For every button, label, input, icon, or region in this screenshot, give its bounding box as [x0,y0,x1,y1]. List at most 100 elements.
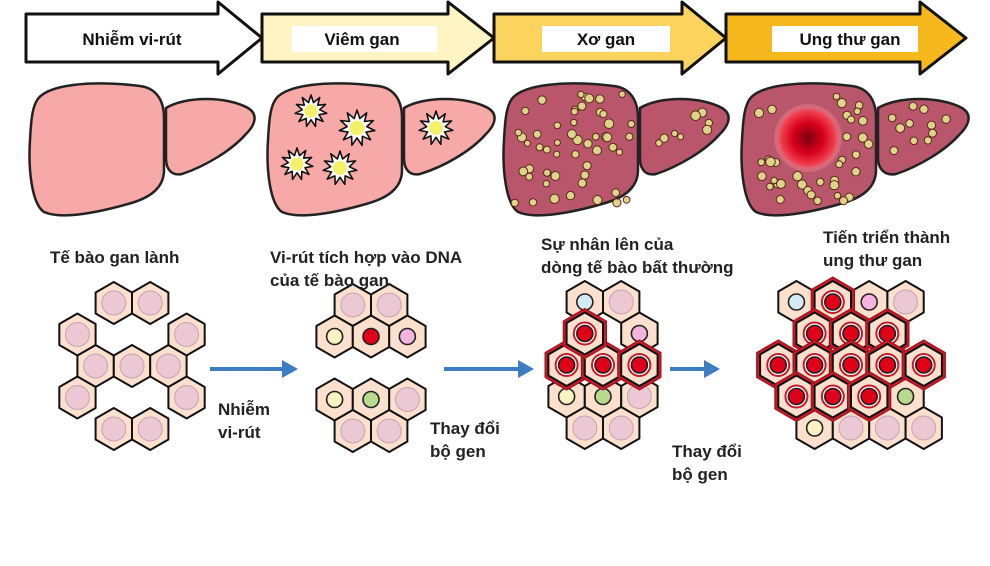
hepatocyte-cell [777,280,816,324]
nodule [549,193,560,205]
nodule [753,107,765,119]
hepatocyte-cell [388,314,427,359]
nodule [611,188,621,198]
nodule [829,180,840,191]
hepatocyte-cell [167,375,206,420]
nodule [608,142,618,152]
stage-label-box-2 [292,26,437,52]
nodule [582,161,592,171]
nodule [570,107,579,116]
abnormal-cell [774,370,819,423]
nodule [671,129,679,138]
nodule [796,179,808,190]
virus-particles [280,94,454,186]
hepatocyte-cell [94,281,133,325]
stage-label-2: Viêm gan [324,30,399,49]
hepatocyte-cell [602,280,641,324]
hepatocyte-cell [602,406,641,450]
tumor-mass [774,104,842,172]
nodule [908,101,918,111]
nodule [577,178,587,188]
nodule [909,136,919,146]
caption-hepatitis-line-1: Vi-rút tích hợp vào DNA [270,248,463,267]
abnormal-cell [901,339,946,391]
nodule [766,182,774,191]
hepatocyte-cell [94,407,133,451]
nodule [595,94,605,104]
nodule [571,150,580,159]
liver-cirrhosis [502,82,730,217]
nodule [553,121,562,130]
virus-icon [280,147,314,181]
caption-cirrhosis: Sự nhân lên của dòng tế bào bất thường [541,233,733,279]
nodule [615,148,624,156]
nodule [857,132,868,143]
liver-healthy [28,82,256,217]
nodule [919,104,929,114]
liver-cancer [740,82,970,217]
hepatocyte-cell [58,312,97,357]
hepatocyte-cell [620,374,659,419]
hepatocyte-cell [565,406,604,450]
transition-label-3-line-1: Thay đổi [672,442,742,461]
nodule [863,139,874,149]
nodule [757,171,767,182]
caption-hepatitis: Vi-rút tích hợp vào DNA của tế bào gan [270,246,462,292]
nodule [926,120,937,130]
cell-cluster-infected [315,283,427,453]
nodule [627,120,636,128]
stage-label-box-3 [542,26,670,52]
nodule [599,110,608,119]
stage-label-box-4 [772,26,918,52]
nodule [792,171,803,182]
nodule [923,136,933,145]
nodule [535,143,544,152]
stage-arrows: Nhiễm vi-rút Viêm gan Xơ gan Ung thư gan [24,0,968,76]
nodule [690,110,701,121]
hepatocyte-cell [167,312,206,357]
nodule [770,176,778,185]
transition-label-1: Nhiễm vi-rút [218,398,270,444]
nodule [618,90,626,98]
virus-icon [294,94,328,128]
caption-healthy: Tế bào gan lành [50,246,179,269]
transition-label-1-line-2: vi-rút [218,423,261,442]
transition-label-3-line-2: bộ gen [672,465,728,484]
caption-cancer-line-1: Tiến triển thành [823,228,951,247]
nodule [895,123,906,134]
cirrhosis-nodules [510,90,713,208]
nodule [847,115,856,124]
transition-label-1-line-1: Nhiễm [218,400,270,419]
nodule [858,116,868,126]
nodule [553,150,561,158]
nodule [833,191,842,200]
hepatocyte-cell [58,375,97,420]
caption-cirrhosis-line-1: Sự nhân lên của [541,235,674,254]
abnormal-cell [617,339,662,391]
nodule [603,118,615,129]
caption-cirrhosis-line-2: dòng tế bào bất thường [541,258,734,277]
cell-cluster-abnormal [544,280,662,450]
hepatocyte-cell [315,314,354,359]
nodule [851,167,861,177]
nodule [577,101,587,111]
nodule [839,196,848,206]
nodule [677,133,685,141]
nodule [521,106,530,116]
abnormal-cell [562,307,607,360]
stage-arrow-1: Nhiễm vi-rút [24,0,264,76]
stage-label-1: Nhiễm vi-rút [82,30,182,49]
abnormal-cell [810,370,855,423]
nodule [580,170,590,180]
hepatocyte-cell [131,281,170,325]
caption-healthy-line-1: Tế bào gan lành [50,248,180,267]
transition-arrow-3 [670,360,720,378]
nodule [532,129,542,139]
nodule [767,104,777,115]
nodule [835,160,844,169]
nodule [813,196,822,206]
nodule [550,171,561,181]
nodule [542,145,551,154]
